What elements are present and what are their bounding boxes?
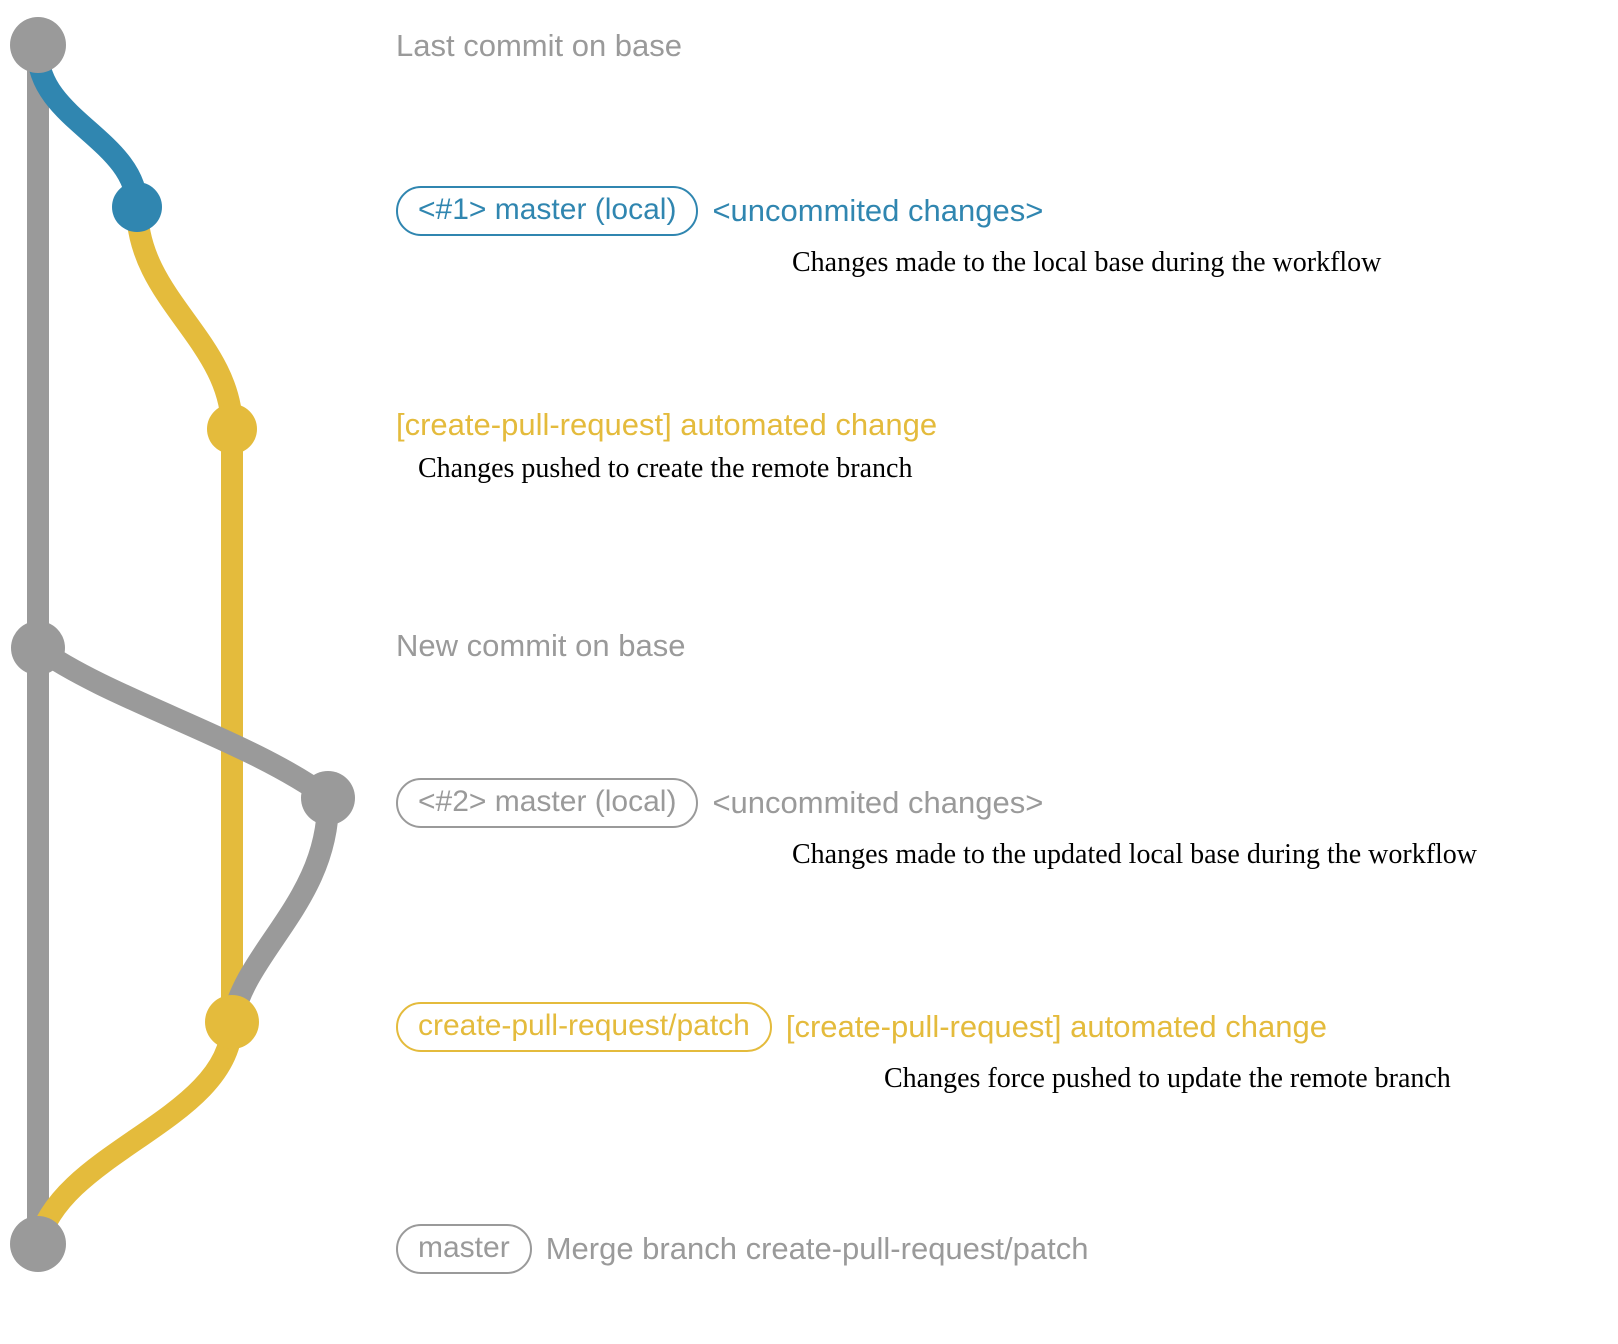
commit-description: Changes pushed to create the remote bran… <box>418 453 913 485</box>
commit-subject: [create-pull-request] automated change <box>396 407 938 442</box>
row-automated-change-1: [create-pull-request] automated change C… <box>0 407 1618 485</box>
commit-description: Changes made to the updated local base d… <box>792 839 1478 870</box>
branch-badge-master[interactable]: master <box>396 1224 532 1274</box>
commit-description: Changes made to the local base during th… <box>792 247 1382 278</box>
edge-patch2-to-merge <box>27 1011 243 1255</box>
commit-subject: New commit on base <box>396 628 686 663</box>
commit-nodes <box>10 17 355 1272</box>
row-automated-change-2: create-pull-request/patch [create-pull-r… <box>0 1002 1618 1095</box>
row-merge-commit: master Merge branch create-pull-request/… <box>0 1224 1618 1274</box>
headline: Last commit on base <box>396 28 1618 64</box>
commit-node-automated-change-2 <box>205 995 259 1049</box>
commit-description: Changes force pushed to update the remot… <box>884 1063 1451 1094</box>
headline: New commit on base <box>396 628 1618 664</box>
row-new-commit-on-base: New commit on base <box>0 628 1618 664</box>
edge-local2-to-patch2 <box>221 787 340 1033</box>
branch-badge-patch[interactable]: create-pull-request/patch <box>396 1002 772 1052</box>
commit-graph <box>10 17 355 1272</box>
commit-node-last-commit-on-base <box>10 17 66 73</box>
commit-subject: [create-pull-request] automated change <box>785 1008 1327 1044</box>
headline: create-pull-request/patch [create-pull-r… <box>396 1002 1618 1052</box>
commit-subject: <uncommited changes> <box>712 784 1044 820</box>
row-local-master-1: <#1> master (local) <uncommited changes>… <box>0 186 1618 279</box>
headline: <#2> master (local) <uncommited changes> <box>396 778 1618 828</box>
commit-node-automated-change-1 <box>207 404 257 454</box>
headline: <#1> master (local) <uncommited changes> <box>396 186 1618 236</box>
edge-local1-to-patch1 <box>126 196 243 440</box>
branch-badge-local-master-1[interactable]: <#1> master (local) <box>396 186 699 236</box>
commit-node-local-master-1 <box>112 182 162 232</box>
commit-node-new-commit-on-base <box>11 621 65 675</box>
row-local-master-2: <#2> master (local) <uncommited changes>… <box>0 778 1618 871</box>
commit-node-merge-commit <box>10 1216 66 1272</box>
commit-subject: Last commit on base <box>396 28 683 63</box>
commit-subject: Merge branch create-pull-request/patch <box>545 1230 1089 1266</box>
edge-base-to-local2 <box>27 637 339 809</box>
edge-base-to-local1 <box>27 41 148 218</box>
headline: master Merge branch create-pull-request/… <box>396 1224 1618 1274</box>
commit-subject: <uncommited changes> <box>712 192 1044 228</box>
headline: [create-pull-request] automated change <box>396 407 1618 442</box>
commit-node-local-master-2 <box>301 771 355 825</box>
branch-badge-local-master-2[interactable]: <#2> master (local) <box>396 778 699 828</box>
row-last-commit-on-base: Last commit on base <box>0 28 1618 64</box>
